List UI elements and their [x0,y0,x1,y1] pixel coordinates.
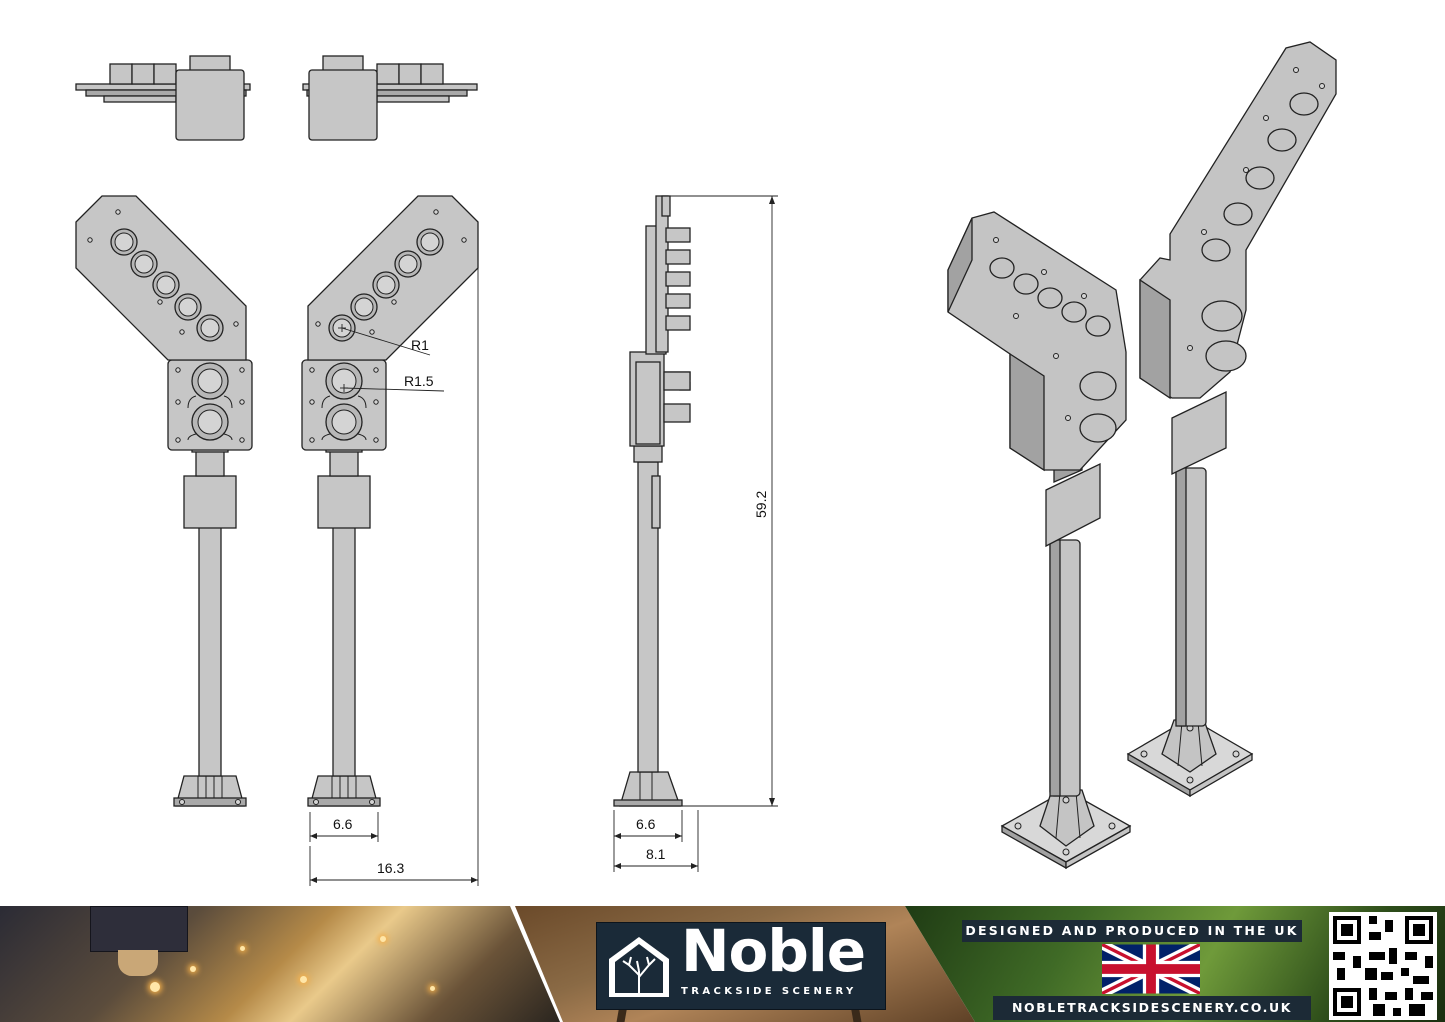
website-url[interactable]: NOBLETRACKSIDESCENERY.CO.UK [993,996,1311,1020]
iso-signal-left [947,211,1132,870]
dim-base-width-side-label: 6.6 [636,816,656,832]
top-view-left [75,55,251,141]
technical-drawing: R1 R1.5 6.6 16.3 [75,41,1337,886]
qr-code-icon[interactable] [1329,912,1437,1020]
side-view [613,195,691,807]
dim-overall-width-label: 16.3 [377,860,404,876]
dim-base-width-front-label: 6.6 [333,816,353,832]
logo-subtitle: TRACKSIDE SCENERY [681,986,857,997]
front-view-right [301,195,479,807]
dim-r15-label: R1.5 [404,373,434,389]
front-view-left [75,195,253,807]
laser-cutting-photo [0,906,560,1022]
house-tree-logo-icon [609,937,669,997]
union-jack-flag-icon [1102,944,1200,994]
dim-overall-width [309,268,479,886]
top-view-right [302,55,478,141]
logo-wordmark: Noble [681,917,866,985]
dim-base-depth-side-label: 8.1 [646,846,666,862]
noble-logo: Noble TRACKSIDE SCENERY [596,917,886,1010]
dim-height-label: 59.2 [753,491,769,518]
brand-footer: Noble TRACKSIDE SCENERY DESIGNED AND PRO… [0,906,1445,1022]
dim-base-depth-side [614,810,699,872]
dim-height [668,195,778,807]
iso-signal-right [1126,41,1337,798]
dim-base-width-front [309,812,379,842]
dim-r1-label: R1 [411,337,429,353]
dim-base-width-side [613,810,683,872]
designed-banner: DESIGNED AND PRODUCED IN THE UK [962,920,1302,942]
